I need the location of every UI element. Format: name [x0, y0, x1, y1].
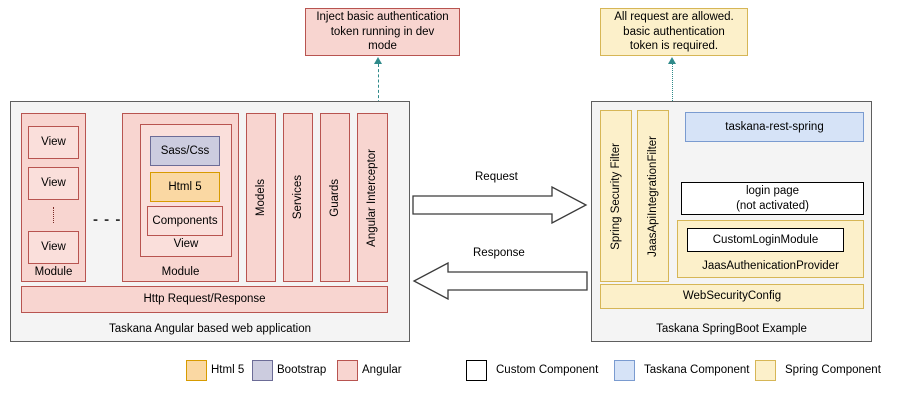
legend-label-bootstrap: Bootstrap: [277, 364, 327, 376]
client-module-one-view-2: View: [28, 167, 79, 200]
legend-swatch-taskana-component: [614, 360, 635, 381]
client-http-bar-label: Http Request/Response: [143, 293, 266, 306]
callout-dev-mode-line-2: token running in dev: [330, 25, 435, 38]
server-caption: Taskana SpringBoot Example: [656, 323, 807, 335]
client-sass-css-label: Sass/Css: [160, 144, 210, 157]
client-module-one-view-3: View: [28, 231, 79, 264]
client-module-one-view-2-label: View: [41, 177, 66, 190]
server-spring-security-filter-label: Spring Security Filter: [609, 142, 622, 250]
server-web-security-config-label: WebSecurityConfig: [682, 290, 782, 303]
legend-label-html5: Html 5: [211, 364, 245, 376]
client-column-services: Services: [283, 113, 313, 282]
server-login-page-line-2: (not activated): [736, 199, 809, 212]
legend-swatch-html5: [186, 360, 207, 381]
request-arrow-icon: [412, 186, 588, 224]
client-modules-separator-icon: - - -: [93, 211, 122, 228]
client-http-bar: Http Request/Response: [21, 286, 388, 313]
callout-auth-required-line-1: All request are allowed.: [614, 11, 734, 24]
client-column-guards-label: Guards: [328, 178, 341, 217]
client-column-models-label: Models: [254, 178, 267, 217]
callout-auth-required-arrowhead: [668, 57, 676, 64]
server-login-page-line-1: login page: [745, 185, 800, 198]
legend-label-spring-component: Spring Component: [785, 364, 881, 376]
legend-swatch-bootstrap: [252, 360, 273, 381]
server-login-page: login page (not activated): [681, 182, 864, 215]
client-components-box: Components: [147, 206, 223, 236]
callout-dev-mode: Inject basic authentication token runnin…: [305, 8, 460, 56]
callout-auth-required-line-2: basic authentication: [623, 25, 725, 38]
client-html5-box: Html 5: [150, 172, 220, 202]
response-arrow-label: Response: [473, 247, 525, 259]
legend-label-custom-component: Custom Component: [496, 364, 599, 376]
client-module-one-ellipsis-icon: [53, 207, 54, 223]
client-module-two-label: Module: [161, 265, 200, 278]
legend-swatch-custom-component: [466, 360, 487, 381]
client-caption: Taskana Angular based web application: [108, 323, 312, 335]
callout-dev-mode-line-3: mode: [368, 40, 397, 53]
server-jaas-api-integration-filter-label: JaasApiIntegrationFilter: [646, 135, 659, 257]
callout-dev-mode-arrowhead: [374, 57, 382, 64]
client-html5-label: Html 5: [168, 180, 202, 193]
client-module-one-view-1-label: View: [41, 136, 66, 149]
callout-dev-mode-connector: [378, 64, 379, 124]
legend-swatch-spring-component: [755, 360, 776, 381]
response-arrow-icon: [412, 262, 588, 300]
callout-dev-mode-line-1: Inject basic authentication: [316, 11, 449, 24]
server-custom-login-module: CustomLoginModule: [687, 228, 844, 252]
client-module-one-view-3-label: View: [41, 241, 66, 254]
request-arrow-label: Request: [475, 171, 518, 183]
client-column-models: Models: [246, 113, 276, 282]
legend-label-angular: Angular: [362, 364, 402, 376]
callout-auth-required-line-3: token is required.: [629, 40, 719, 53]
server-jaas-authentication-provider-label: JaasAuthenicationProvider: [702, 259, 839, 272]
server-web-security-config: WebSecurityConfig: [600, 284, 864, 309]
server-custom-login-module-label: CustomLoginModule: [712, 233, 819, 246]
client-module-two-view-label: View: [173, 237, 199, 250]
legend-label-taskana-component: Taskana Component: [644, 364, 750, 376]
client-sass-css-box: Sass/Css: [150, 136, 220, 166]
server-jaas-api-integration-filter: JaasApiIntegrationFilter: [637, 110, 669, 282]
client-module-one-view-1: View: [28, 126, 79, 159]
client-module-one-label: Module: [34, 265, 73, 278]
server-taskana-rest-spring: taskana-rest-spring: [685, 112, 864, 142]
client-components-label: Components: [152, 214, 218, 227]
client-column-services-label: Services: [291, 175, 304, 220]
client-column-angular-interceptor: Angular Interceptor: [357, 113, 388, 282]
client-column-guards: Guards: [320, 113, 350, 282]
client-column-angular-interceptor-label: Angular Interceptor: [366, 148, 379, 247]
server-taskana-rest-spring-label: taskana-rest-spring: [725, 120, 824, 133]
server-spring-security-filter: Spring Security Filter: [600, 110, 632, 282]
legend-swatch-angular: [337, 360, 358, 381]
callout-auth-required: All request are allowed. basic authentic…: [600, 8, 748, 56]
